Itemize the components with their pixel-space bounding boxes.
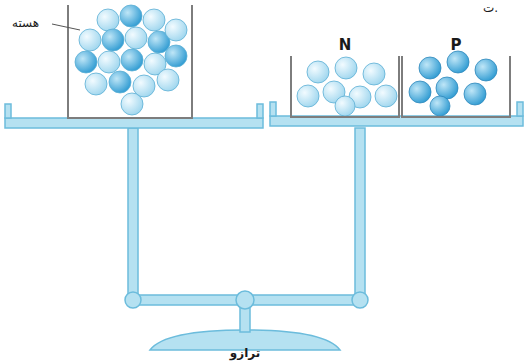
container-outline	[290, 56, 400, 118]
container-heading: N	[290, 36, 400, 54]
part-label: ترازو	[230, 346, 260, 361]
particle-container: N	[290, 36, 400, 118]
container-heading: P	[401, 36, 511, 54]
container-outline	[401, 56, 511, 118]
part-label: هسته	[12, 16, 39, 31]
particle-container: P	[401, 36, 511, 118]
caption-fragment: ت.	[483, 1, 498, 16]
